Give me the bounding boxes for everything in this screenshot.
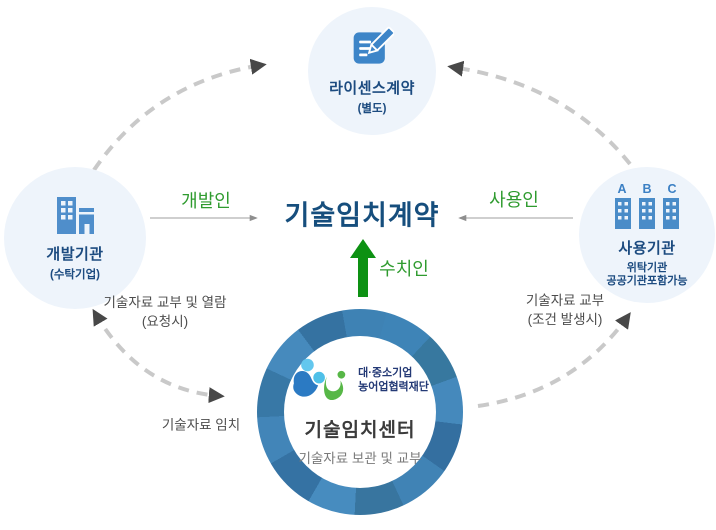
flow-right-line1: 기술자료 교부	[525, 293, 605, 308]
user-node-subtitle-2: 공공기관포함가능	[606, 275, 688, 287]
user-node-subtitle-1: 위탁기관	[626, 262, 668, 274]
developer-node-title: 개발기관	[46, 246, 104, 263]
role-label-developer: 개발인	[181, 191, 231, 211]
buildings-abc-icon	[615, 198, 679, 229]
user-node-title: 사용기관	[618, 240, 676, 257]
role-label-user: 사용인	[489, 190, 539, 210]
node-user-org: A B C 사용기관 위탁기관 공공기관포함가능	[579, 167, 715, 303]
escrow-center-title: 기술임치센터	[304, 420, 416, 441]
flow-label-left: 기술자료 교부 및 열람 (요청시)	[103, 293, 226, 331]
escrow-center-content: 대·중소기업 농어업협력재단 기술임치센터 기술자료 보관 및 교부	[260, 357, 460, 467]
foundation-logo-text: 대·중소기업 농어업협력재단	[358, 367, 429, 394]
contract-title: 기술임치계약	[284, 200, 440, 231]
flow-left-line2: (요청시)	[141, 314, 189, 329]
license-node-subtitle: (별도)	[357, 103, 387, 115]
depositor-up-arrow	[350, 239, 376, 297]
foundation-logo: 대·중소기업 농어업협력재단	[260, 357, 460, 404]
foundation-name-line1: 대·중소기업	[358, 367, 413, 379]
developer-node-subtitle: (수탁기업)	[50, 269, 100, 281]
node-developer-org: 개발기관 (수탁기업)	[4, 167, 146, 309]
escrow-center-subtitle: 기술자료 보관 및 교부	[298, 451, 422, 466]
foundation-name-line2: 농어업협력재단	[358, 380, 429, 393]
role-label-depositor: 수치인	[379, 259, 429, 279]
node-license-contract: 라이센스계약 (별도)	[308, 7, 436, 135]
arc-developer-escrow-bidirectional	[92, 308, 225, 404]
license-node-title: 라이센스계약	[329, 80, 415, 97]
flow-left-line1: 기술자료 교부 및 열람	[103, 295, 227, 310]
arc-user-to-license	[447, 60, 632, 166]
flow-label-deposit: 기술자료 임치	[161, 417, 241, 433]
flow-label-right: 기술자료 교부 (조건 발생시)	[526, 291, 604, 329]
flow-right-line2: (조건 발생시)	[527, 312, 603, 327]
arc-developer-to-license	[92, 58, 267, 172]
foundation-logo-icon	[293, 358, 346, 401]
building-letter-b: B	[642, 182, 652, 196]
document-pencil-icon	[353, 26, 394, 64]
building-letter-a: A	[617, 182, 627, 196]
building-letter-c: C	[667, 182, 677, 196]
arc-escrow-to-user	[477, 312, 631, 408]
building-icon	[57, 197, 94, 234]
building-letters: A B C	[614, 182, 680, 196]
